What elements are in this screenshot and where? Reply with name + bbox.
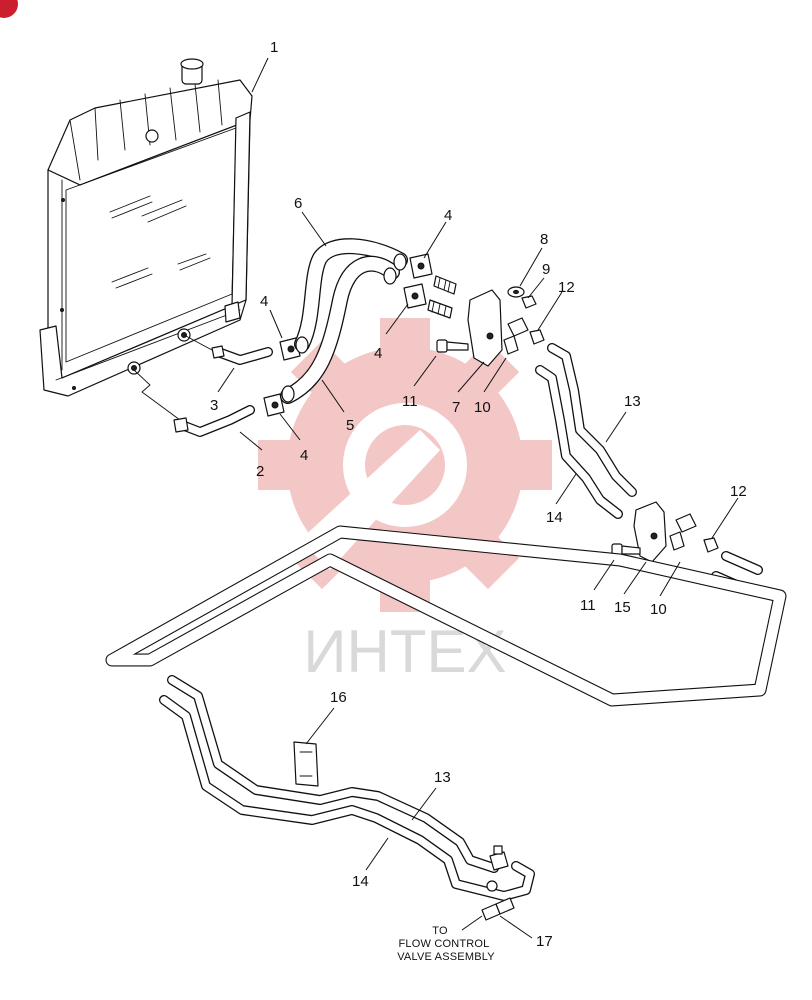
note-line-2: FLOW CONTROL <box>398 938 489 950</box>
callout-10a: 10 <box>474 399 491 416</box>
callout-11b: 11 <box>580 597 596 614</box>
callout-13b: 13 <box>434 769 451 786</box>
hose-clamp-left-lower <box>263 393 285 417</box>
clip-10-upper <box>503 317 529 355</box>
frame-outline <box>105 525 787 707</box>
callout-8: 8 <box>540 231 548 248</box>
hose-clamp-right-lower <box>403 283 427 309</box>
callout-6: 6 <box>294 195 302 212</box>
callout-4c: 4 <box>374 345 382 362</box>
callout-9: 9 <box>542 261 550 278</box>
callout-11a: 11 <box>402 393 418 410</box>
tube-14-upper <box>535 365 623 519</box>
hose-6 <box>294 238 408 352</box>
tube-14-lower <box>159 695 535 901</box>
hose-5 <box>280 255 400 404</box>
leader-lines <box>217 57 739 939</box>
note-line-1: TO <box>432 925 448 937</box>
callout-4d: 4 <box>300 447 308 464</box>
note-line-3: VALVE ASSEMBLY <box>397 951 495 963</box>
watermark-logo-icon <box>258 318 552 612</box>
nut-12-lower <box>703 537 719 553</box>
nut-9 <box>521 295 537 309</box>
hose-clamp-right-upper <box>409 253 433 279</box>
clamp-16 <box>293 741 319 787</box>
tube-3 <box>211 345 273 365</box>
callout-1: 1 <box>270 39 278 56</box>
callout-16: 16 <box>330 689 347 706</box>
corner-badge-icon <box>0 0 18 18</box>
callout-14a: 14 <box>546 509 563 526</box>
callout-17: 17 <box>536 933 553 950</box>
fitting-17 <box>481 897 515 921</box>
tube-2 <box>173 405 255 437</box>
tube-13-upper <box>547 343 637 497</box>
bracket-7 <box>467 289 503 367</box>
callout-3: 3 <box>210 397 218 414</box>
radiator <box>39 58 253 397</box>
callout-13a: 13 <box>624 393 641 410</box>
nut-12-upper <box>529 329 545 345</box>
clip-10-lower <box>669 513 697 551</box>
callout-5: 5 <box>346 417 354 434</box>
connector-lower <box>427 299 453 319</box>
callout-14b: 14 <box>352 873 369 890</box>
connector-upper <box>433 275 457 295</box>
bracket-15 <box>633 501 667 563</box>
callout-15: 15 <box>614 599 631 616</box>
callout-7: 7 <box>452 399 460 416</box>
tube-13-lower <box>167 675 499 873</box>
bolt-11-upper <box>436 339 469 353</box>
fitting-upper <box>489 845 509 871</box>
flow-control-note: TO FLOW CONTROL VALVE ASSEMBLY <box>397 925 495 963</box>
callout-2: 2 <box>256 463 264 480</box>
callout-12b: 12 <box>730 483 747 500</box>
callout-4a: 4 <box>444 207 452 224</box>
callout-12a: 12 <box>558 279 575 296</box>
callout-10b: 10 <box>650 601 667 618</box>
callout-4b: 4 <box>260 293 268 310</box>
washer-8 <box>507 286 525 298</box>
